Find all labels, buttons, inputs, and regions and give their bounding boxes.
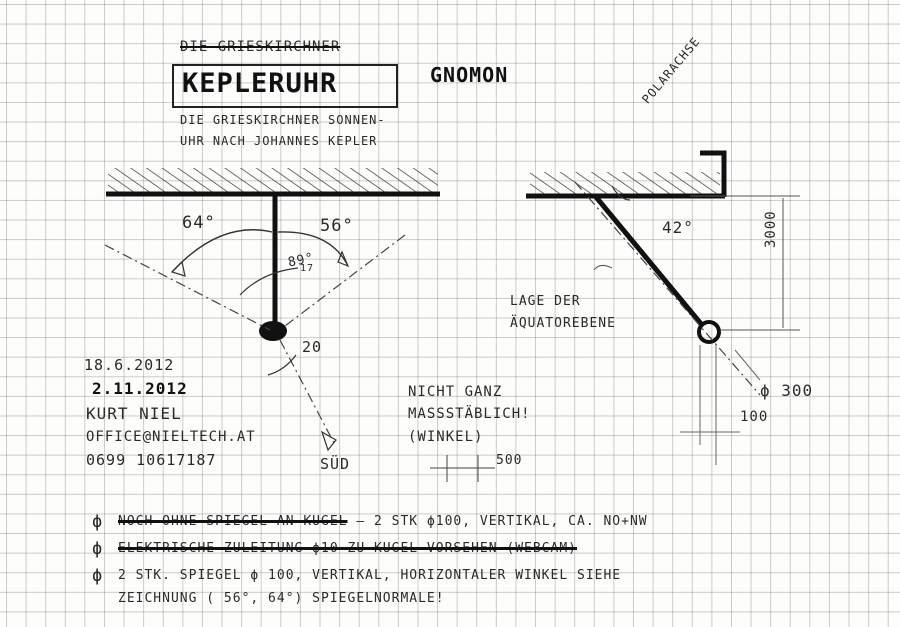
struck-title: DIE GRIESKIRCHNER — [180, 39, 341, 55]
bullet-mark: ϕ — [92, 566, 102, 586]
dim-500-label: 500 — [496, 453, 523, 468]
angle-42-label: 42° — [662, 218, 694, 237]
leader-equator — [593, 264, 613, 271]
sphere-right — [697, 320, 721, 344]
note-3-line2: ZEICHNUNG ( 56°, 64°) SPIEGELNORMALE! — [118, 591, 445, 606]
note-1-struck: NOCH OHNE SPIEGEL AN KUGEL — [118, 514, 348, 529]
date-revision: 2.11.2012 — [92, 379, 188, 398]
author-name: KURT NIEL — [86, 404, 182, 423]
author-email: OFFICE@NIELTECH.AT — [86, 429, 256, 445]
sud-label: SÜD — [320, 455, 351, 473]
scale-note-line1: NICHT GANZ — [408, 384, 503, 400]
subtitle-line2: UHR NACH JOHANNES KEPLER — [180, 134, 378, 148]
wall-bracket — [700, 150, 727, 197]
arc-56 — [277, 231, 349, 267]
scale-note-line2: MASSSTÄBLICH! — [408, 406, 531, 422]
arrowhead — [337, 250, 350, 268]
angle-56-label: 56° — [320, 216, 354, 236]
ceiling-hatch-right — [530, 172, 720, 194]
mirror-normal-56 — [284, 234, 406, 327]
right-sketch — [526, 150, 800, 465]
dim-3000-label: 3000 — [763, 210, 779, 248]
subtitle-line1: DIE GRIESKIRCHNER SONNEN- — [180, 113, 386, 127]
arc-small — [239, 267, 299, 296]
title-box — [172, 64, 398, 108]
note-bullets: ϕ ϕ ϕ — [92, 512, 102, 586]
angle-small-sub: 17 — [300, 263, 315, 274]
polar-axis-line — [574, 181, 761, 396]
scale-dimension — [430, 455, 495, 482]
ceiling-hatch-left — [108, 168, 438, 192]
scale-note-line3: (WINKEL) — [408, 429, 484, 445]
note-1: NOCH OHNE SPIEGEL AN KUGEL – 2 STK ϕ100,… — [118, 515, 648, 528]
arc-20 — [267, 354, 297, 376]
leader-300 — [734, 349, 761, 381]
arc-42 — [611, 185, 631, 201]
author-phone: 0699 10617187 — [86, 451, 217, 469]
bullet-mark: ϕ — [92, 539, 102, 559]
equator-label-line1: LAGE DER — [510, 294, 581, 309]
diameter-300-label: ϕ 300 — [760, 381, 814, 400]
page-title: KEPLERUHR — [182, 68, 338, 99]
note-3-line1: 2 STK. SPIEGEL ϕ 100, VERTIKAL, HORIZONT… — [118, 568, 622, 583]
note-1-rest: – 2 STK ϕ100, VERTIKAL, CA. NO+NW — [356, 514, 648, 529]
gnomon-rod-right — [594, 195, 704, 327]
arrowhead — [320, 430, 337, 452]
left-sketch — [104, 168, 440, 452]
bullet-mark: ϕ — [92, 512, 102, 532]
arc-64 — [171, 229, 273, 273]
equator-label-line2: ÄQUATOREBENE — [510, 316, 616, 331]
sphere-left — [259, 321, 287, 341]
angle-20-label: 20 — [302, 338, 323, 356]
dim-100-label: 100 — [740, 409, 769, 425]
mirror-normal-64 — [104, 244, 271, 331]
note-2: ELEKTRISCHE ZULEITUNG ϕ10 ZU KUGEL VORSE… — [118, 541, 577, 556]
date-original: 18.6.2012 — [84, 356, 175, 374]
gnomon-label: GNOMON — [430, 63, 509, 87]
arrowhead — [170, 260, 186, 277]
angle-64-label: 64° — [182, 213, 216, 233]
